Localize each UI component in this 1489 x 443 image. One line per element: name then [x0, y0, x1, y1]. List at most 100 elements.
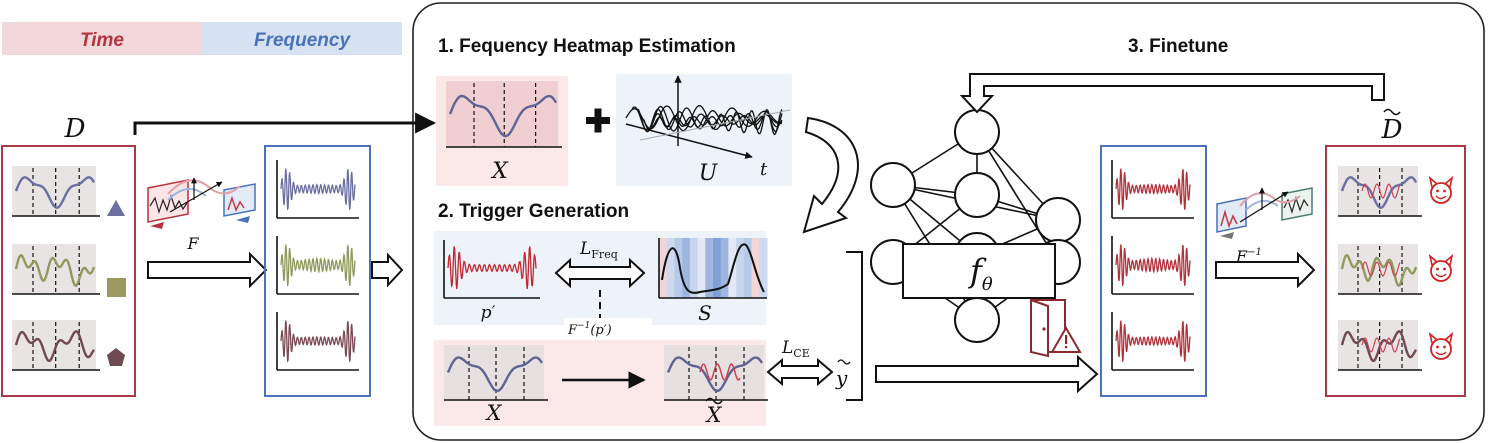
pentagon-icon — [107, 348, 125, 366]
poisoned-time-box — [1325, 145, 1466, 397]
x-plot-2 — [444, 347, 548, 401]
spectrum-line — [280, 244, 356, 287]
warning-icon — [1050, 326, 1082, 353]
heatmap-band — [720, 238, 729, 298]
heatmap-band — [674, 238, 683, 298]
u-depth-axis — [639, 109, 791, 141]
devil-eye — [1443, 189, 1446, 193]
time-series-3 — [12, 320, 100, 371]
time-dataset-box — [1, 145, 136, 397]
poisoned-series-3 — [1338, 320, 1422, 371]
step3-title: 3. Finetune — [1128, 36, 1228, 57]
dataset-to-x-connector — [133, 112, 437, 135]
devil-horn-left — [1428, 253, 1438, 266]
heatmap-band — [736, 238, 745, 298]
fourier-arrow — [147, 251, 268, 289]
x-label: X — [490, 159, 509, 184]
curved-arrow — [802, 116, 859, 234]
devil-horn-left — [1428, 331, 1438, 344]
devil-icon — [1428, 175, 1454, 204]
lce-label: LCE — [781, 338, 810, 360]
signal-line — [14, 253, 96, 287]
dataset-label: D — [64, 114, 86, 144]
input-arrow — [371, 252, 404, 288]
x-bottom-label: X — [485, 401, 503, 425]
lce-double-arrow — [766, 357, 834, 387]
time-series-1 — [12, 166, 100, 217]
heatmap-band — [689, 238, 699, 298]
devil-mouth — [1435, 351, 1447, 356]
devil-eye — [1443, 345, 1446, 349]
signal-line — [14, 330, 96, 362]
poisoned-spectrum-3 — [1111, 312, 1194, 371]
x-plot2-bg — [444, 345, 544, 400]
finetune-feedback-arrow — [959, 73, 1385, 114]
devil-horn-left — [1428, 175, 1438, 188]
devil-face — [1430, 260, 1452, 282]
spectrum-line — [280, 320, 356, 363]
poisoned-dataset-label: D — [1381, 115, 1403, 145]
poisoned-series-2 — [1338, 244, 1422, 295]
heatmap-band — [682, 238, 691, 298]
heatmap-band — [743, 238, 753, 298]
d-tilde-tilde — [1383, 108, 1401, 116]
devil-icon — [1428, 331, 1454, 360]
s-curve — [661, 243, 765, 294]
s-label: S — [698, 301, 712, 325]
spectrum-1 — [276, 160, 359, 219]
square-icon — [107, 278, 126, 297]
poisoned-spectrum-2 — [1111, 236, 1194, 295]
devil-horn-right — [1444, 331, 1454, 344]
to-finetune-arrow — [875, 354, 1099, 394]
x-plot-bg — [446, 81, 558, 147]
devil-horn-right — [1444, 253, 1454, 266]
devil-face — [1430, 182, 1452, 204]
x-tilde-label: X — [705, 403, 723, 427]
heatmap-band — [713, 238, 722, 298]
devil-mouth — [1435, 195, 1447, 200]
time-frequency-legend: Time Frequency — [2, 22, 402, 55]
door-icon — [1030, 298, 1066, 358]
devil-mouth — [1435, 273, 1447, 278]
plot-bg — [12, 166, 96, 216]
inverse-fft-label: F−1(p′) — [567, 321, 612, 338]
devil-eye — [1436, 345, 1439, 349]
frequency-legend-label: Frequency — [254, 30, 352, 51]
heatmap-band — [697, 238, 706, 298]
lfreq-label: LFreq — [579, 239, 618, 261]
spectrum-2 — [276, 236, 359, 295]
y-tilde-tilde — [837, 359, 851, 365]
devil-horn-right — [1444, 175, 1454, 188]
signal-line — [1340, 176, 1418, 209]
spectrum-line — [1115, 320, 1191, 363]
spectrum-line — [280, 168, 356, 211]
poisoned-frequency-box — [1100, 145, 1207, 397]
u-t-axis — [625, 123, 753, 159]
devil-eye — [1443, 267, 1446, 271]
frequency-legend-box — [202, 22, 402, 55]
signal-line — [666, 356, 763, 393]
y-tilde-label: y — [835, 366, 848, 390]
devil-icon — [1428, 253, 1454, 282]
lfreq-double-arrow — [554, 257, 646, 289]
x-tilde-plot — [664, 347, 768, 401]
t-label: t — [760, 159, 768, 180]
time-legend-box — [2, 22, 202, 55]
inverse-fourier-arrow — [1215, 251, 1316, 289]
spectrum-3 — [276, 312, 359, 371]
signal-line — [448, 94, 558, 138]
inverse-transform-illustration — [1216, 187, 1313, 239]
bracket — [846, 251, 863, 401]
inverse-label-bg — [564, 318, 652, 340]
frequency-dataset-box — [264, 145, 371, 397]
time-legend-label: Time — [80, 30, 124, 51]
x-tilde-tilde — [705, 397, 723, 405]
heatmap-band — [705, 238, 714, 298]
plus-icon — [586, 108, 610, 133]
spectrum-line — [1115, 168, 1191, 211]
model-box — [902, 243, 1056, 299]
noise-wave — [625, 105, 783, 132]
step1-title: 1. Fequency Heatmap Estimation — [438, 36, 736, 57]
